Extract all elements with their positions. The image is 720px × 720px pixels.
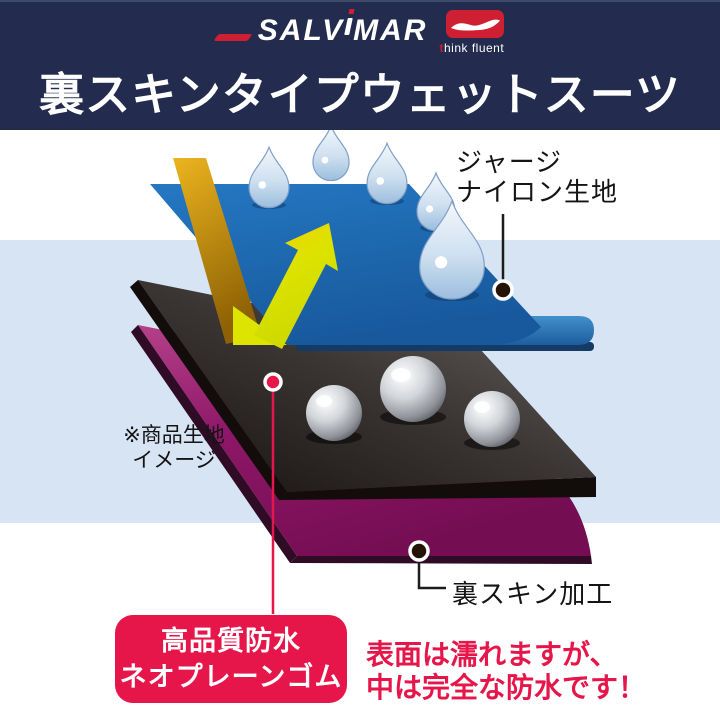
neoprene-callout-box: 高品質防水 ネオプレーンゴム bbox=[115, 615, 347, 703]
callout-skin bbox=[408, 540, 446, 590]
water-bead bbox=[464, 391, 520, 447]
logo-swoosh-icon bbox=[213, 34, 253, 41]
label-jersey-line2: ナイロン生地 bbox=[456, 177, 619, 207]
brand-name-suffix: MAR bbox=[353, 14, 428, 47]
callout-neoprene bbox=[263, 372, 283, 614]
water-droplet bbox=[420, 201, 485, 299]
logo-badge-column: think fluent bbox=[439, 10, 505, 55]
fish-badge-icon bbox=[446, 10, 505, 38]
waterproof-claim-text: 表面は濡れますが、 中は完全な防水です！ bbox=[366, 638, 646, 704]
brand-name-prefix: SALV bbox=[257, 14, 345, 47]
water-beads bbox=[306, 356, 520, 450]
claim-line1: 表面は濡れますが、 bbox=[366, 639, 618, 670]
water-droplet bbox=[313, 126, 349, 181]
label-jersey-nylon: ジャージ ナイロン生地 bbox=[456, 147, 618, 207]
label-note-line1: ※商品生地 bbox=[123, 424, 225, 447]
label-note-line2: イメージ bbox=[132, 449, 216, 472]
gold-strip bbox=[173, 158, 261, 344]
water-bead bbox=[306, 385, 362, 441]
label-jersey-line1: ジャージ bbox=[456, 147, 563, 177]
logo-letter-i bbox=[344, 9, 355, 40]
claim-line2: 中は完全な防水です！ bbox=[366, 672, 647, 703]
label-fabric-note: ※商品生地 イメージ bbox=[118, 423, 230, 473]
logo-i-stem bbox=[344, 18, 353, 35]
water-droplet bbox=[249, 147, 289, 207]
up-arrow-icon bbox=[254, 223, 338, 349]
brand-tagline: think fluent bbox=[439, 41, 505, 55]
water-droplet bbox=[367, 143, 407, 203]
page-title: 裏スキンタイプウェットスーツ bbox=[39, 69, 681, 120]
water-droplets bbox=[249, 126, 484, 299]
neoprene-box-line2: ネオプレーンゴム bbox=[119, 662, 343, 692]
water-bead bbox=[380, 356, 446, 422]
neoprene-box-line1: 高品質防水 bbox=[161, 626, 301, 656]
fish-swoosh-icon bbox=[451, 19, 501, 31]
label-reverse-skin: 裏スキン加工 bbox=[452, 579, 614, 609]
callout-dot-skin bbox=[408, 540, 430, 562]
callout-jersey bbox=[492, 214, 514, 301]
callout-dot-jersey bbox=[492, 279, 514, 301]
callout-dot-neoprene bbox=[263, 372, 283, 392]
